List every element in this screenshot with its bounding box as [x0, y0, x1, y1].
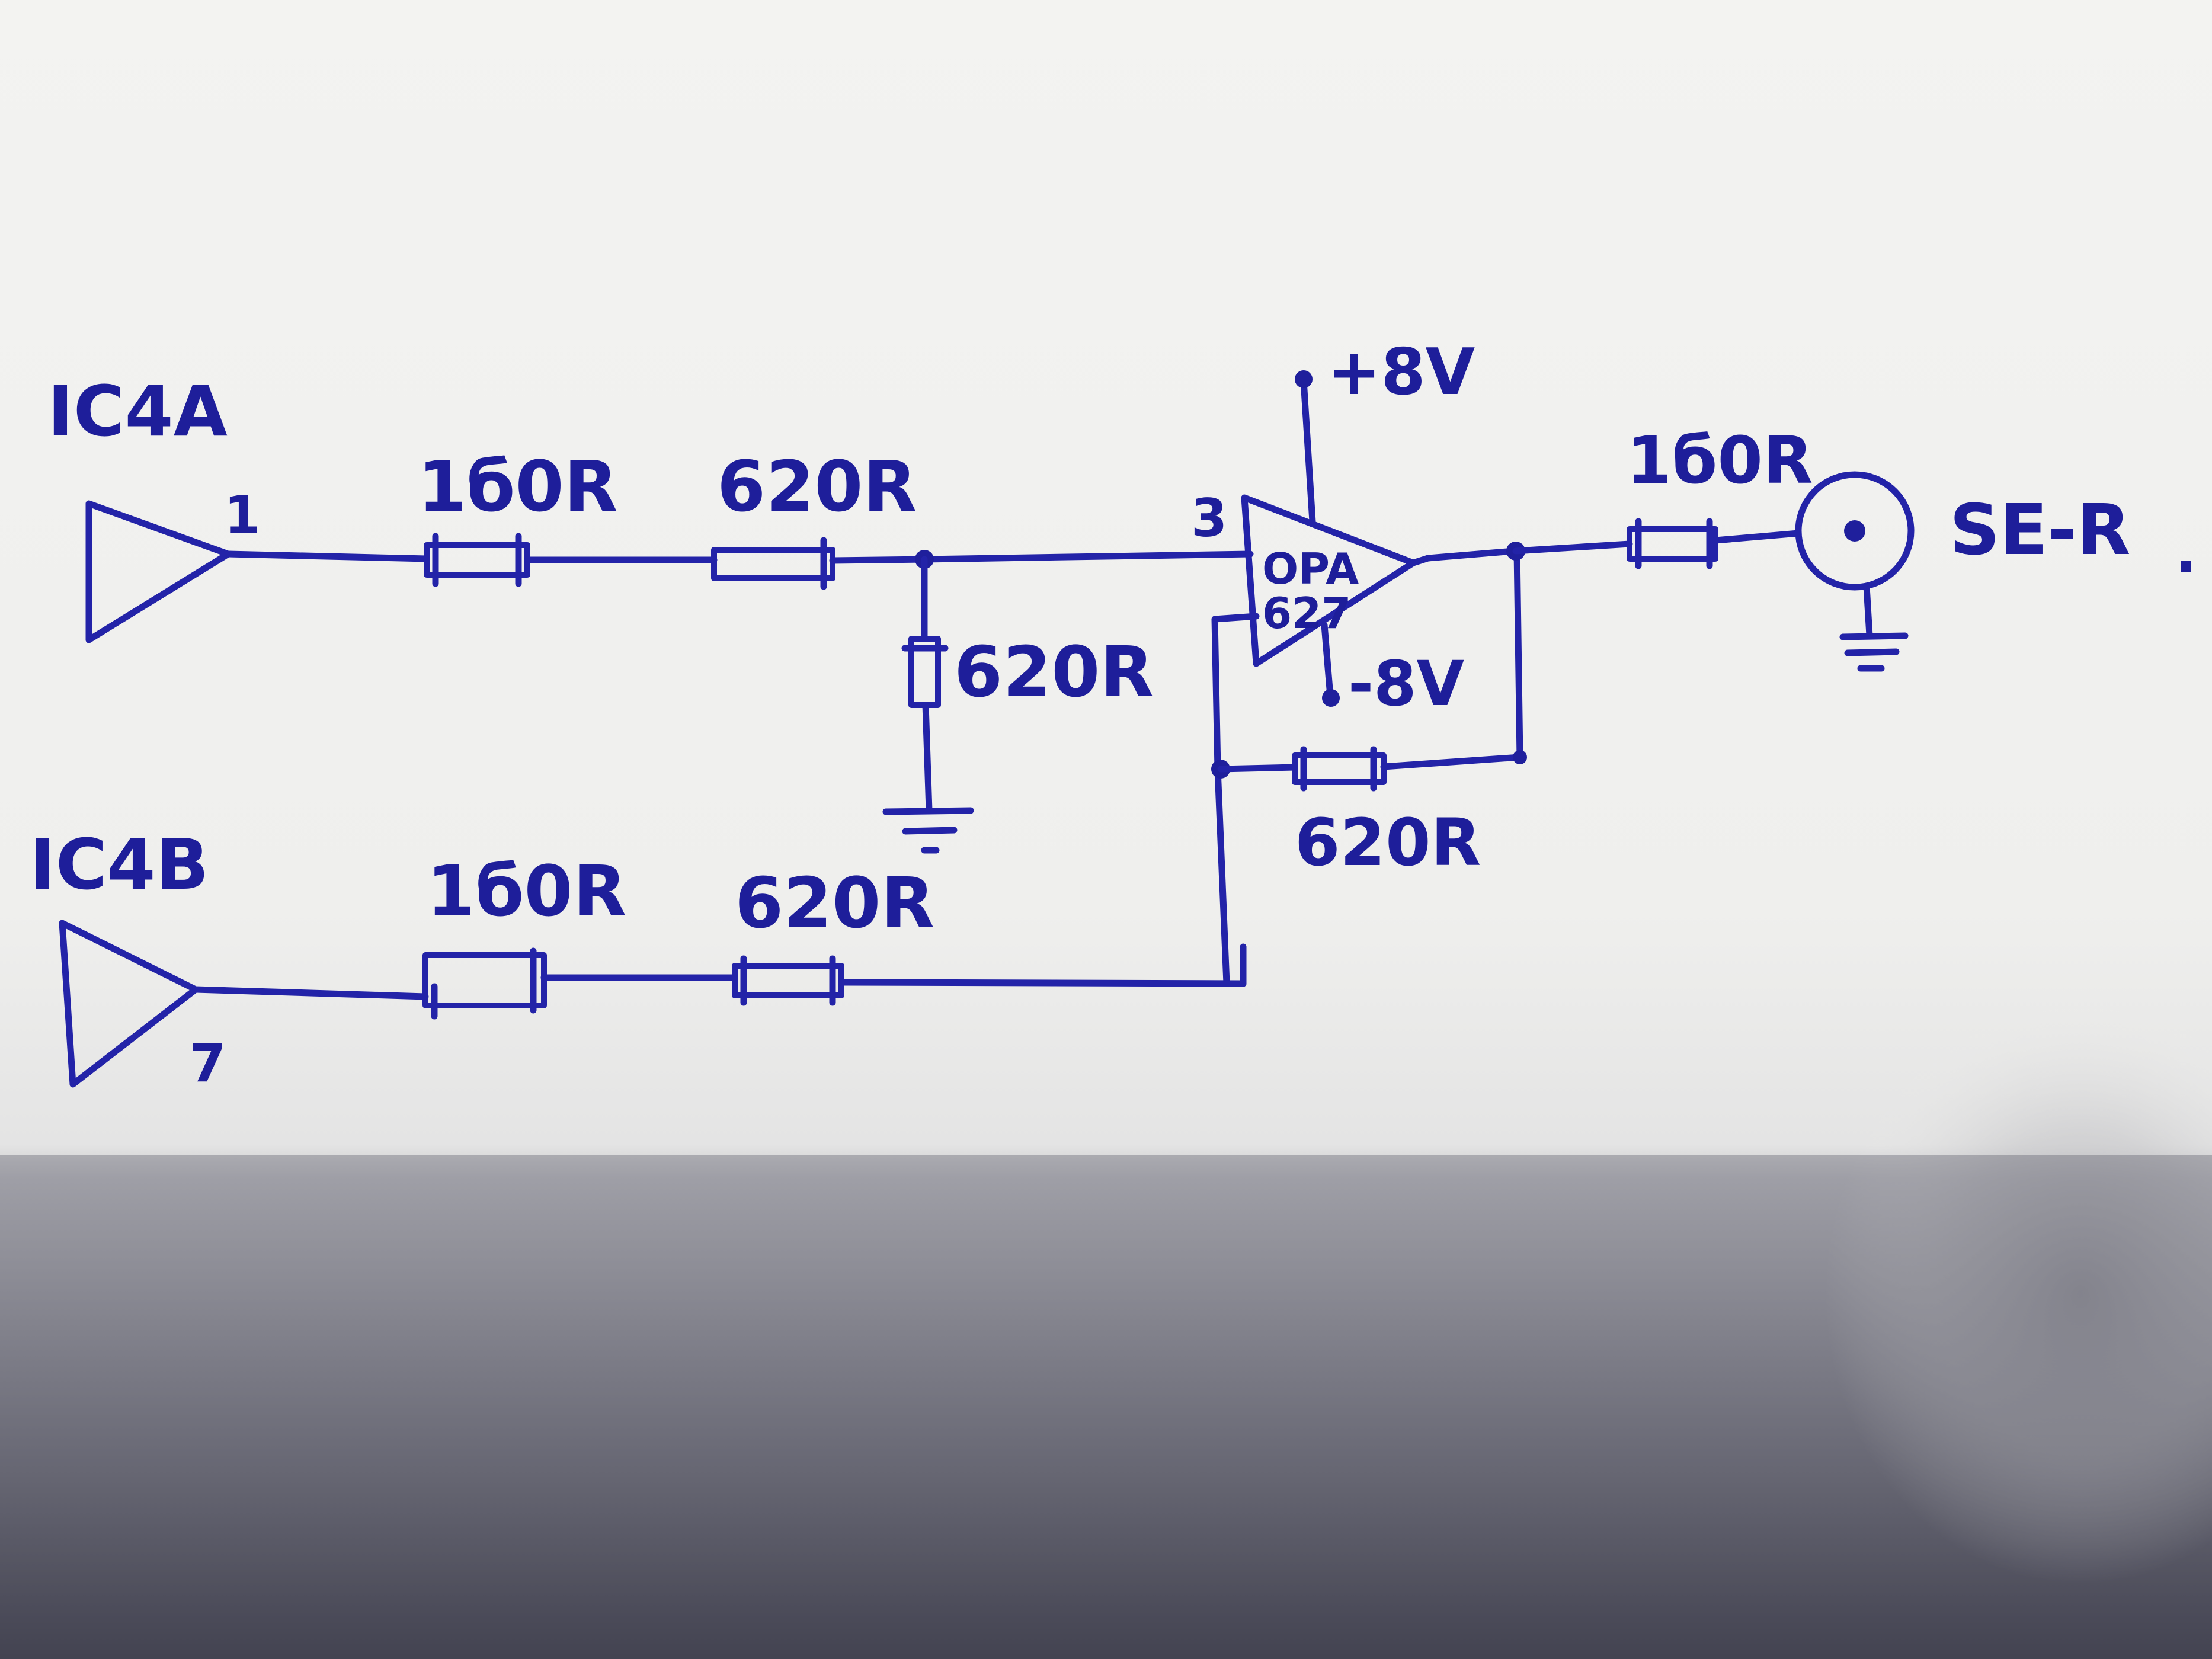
- ic4a-pin-label: 1: [224, 485, 260, 546]
- lower-resistor-100r-label: 1б0R: [427, 850, 626, 932]
- thumb-shadow: [1481, 826, 2212, 1659]
- opamp-triangle-symbol: [1241, 494, 1417, 667]
- trailing-mark: .: [2175, 517, 2197, 586]
- lower-resistor-620r-ticks: [740, 955, 836, 1006]
- feedback-resistor-label: 620R: [1295, 805, 1481, 880]
- lower-input-wire-1: [192, 986, 429, 1000]
- inverting-input-wire: [1211, 613, 1260, 987]
- output-resistor-ticks: [1635, 518, 1713, 569]
- feedback-resistor-ticks: [1300, 746, 1377, 792]
- output-label: SE-R: [1949, 489, 2130, 571]
- opamp-model-line1: OPA: [1262, 544, 1359, 594]
- output-wire-2: [1712, 530, 1802, 544]
- output-connector-pin: [1844, 520, 1865, 542]
- negative-supply-wire: [1321, 622, 1334, 700]
- lower-input-wire-3: [838, 979, 1247, 987]
- output-wire-1: [1512, 540, 1633, 555]
- output-connector-ring-icon: [1795, 471, 1915, 591]
- positive-supply-node: [1295, 370, 1313, 388]
- lower-resistor-100r-ticks: [431, 947, 537, 1020]
- upper-resistor-620r: [711, 547, 835, 581]
- ic4b-label: IC4B: [30, 824, 209, 905]
- upper-input-wire-1: [225, 550, 430, 562]
- upper-resistor-100r-label: 1б0R: [418, 446, 617, 527]
- negative-supply-label: -8V: [1348, 648, 1464, 720]
- ic4a-buffer-symbol: [85, 500, 232, 643]
- opamp-input-pin-label: 3: [1191, 488, 1227, 549]
- feedback-wire-left: [1217, 764, 1298, 773]
- connector-ground-icon: [1839, 632, 1909, 672]
- output-resistor-label: 1б0R: [1627, 422, 1813, 498]
- ic4b-pin-label: 7: [190, 1033, 226, 1094]
- lower-resistor-620r-label: 620R: [735, 862, 934, 944]
- ic4b-buffer-symbol: [59, 920, 199, 1088]
- shunt-wire-bottom: [922, 702, 933, 814]
- upper-resistor-100r-ticks: [432, 533, 522, 587]
- feedback-return-node: [1513, 750, 1527, 764]
- upper-resistor-620r-label: 620R: [717, 446, 917, 527]
- connector-ground-wire: [1863, 583, 1873, 639]
- output-resistor-100r: [1627, 526, 1718, 562]
- opamp-model-line2: 627: [1262, 588, 1351, 638]
- ic4a-label: IC4A: [47, 370, 228, 452]
- positive-supply-wire: [1300, 377, 1316, 525]
- opamp-output-wire: [1410, 547, 1518, 566]
- negative-supply-node: [1322, 689, 1340, 707]
- shunt-resistor-label: 620R: [954, 631, 1154, 713]
- page-edge-shadow: [0, 1155, 2212, 1659]
- shunt-ground-icon: [882, 807, 974, 854]
- positive-supply-label: +8V: [1327, 335, 1475, 409]
